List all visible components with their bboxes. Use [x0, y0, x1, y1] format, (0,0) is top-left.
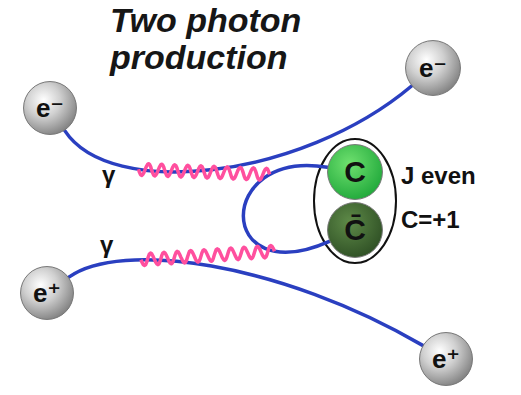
- quantum-number: J even: [401, 163, 476, 189]
- photon-wave: [139, 164, 270, 180]
- charm-quark: C: [327, 144, 383, 200]
- positron-ball: e⁺: [20, 266, 74, 320]
- particle-label: C: [344, 157, 366, 187]
- electron-ball: e⁻: [405, 40, 461, 96]
- particle-label: e⁻: [36, 95, 64, 121]
- positron-ball: e⁺: [419, 332, 473, 386]
- anticharm-quark: C̄: [327, 202, 383, 258]
- photon-label: γ: [102, 162, 115, 188]
- particle-label: e⁺: [432, 346, 460, 372]
- electron-ball: e⁻: [23, 81, 77, 135]
- title: Two photon production: [110, 2, 360, 76]
- particle-label: e⁻: [419, 55, 447, 81]
- photon-label: γ: [100, 232, 113, 258]
- particle-label: C̄: [344, 215, 366, 245]
- quantum-number: C=+1: [401, 207, 460, 233]
- particle-label: e⁺: [33, 280, 61, 306]
- positron-line: [69, 260, 423, 346]
- photon-wave: [141, 246, 275, 266]
